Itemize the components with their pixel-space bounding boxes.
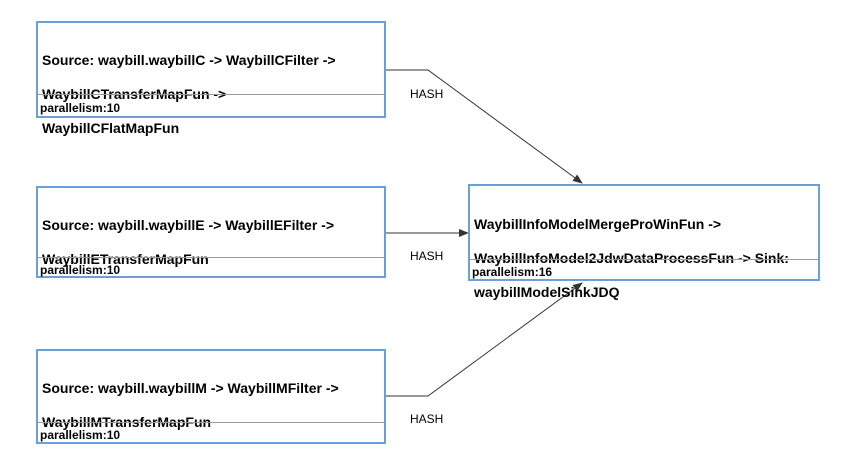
node-title: Source: waybill.waybillC -> WaybillCFilt… [42, 35, 380, 154]
edge-c-to-sink [385, 69, 583, 184]
edge-label-m: HASH [410, 412, 444, 426]
node-parallelism: parallelism:10 [40, 101, 121, 115]
node-divider [38, 422, 384, 423]
node-sink[interactable]: WaybillInfoModelMergeProWinFun -> Waybil… [468, 184, 820, 300]
node-waybill-e[interactable]: Source: waybill.waybillE -> WaybillEFilt… [36, 186, 386, 278]
node-waybill-c[interactable]: Source: waybill.waybillC -> WaybillCFilt… [36, 21, 386, 136]
node-waybill-m[interactable]: Source: waybill.waybillM -> WaybillMFilt… [36, 349, 386, 444]
node-divider [38, 94, 384, 95]
edge-label-c: HASH [410, 87, 444, 101]
node-divider [38, 257, 384, 258]
node-title-line: waybillModelSinkJDQ [474, 284, 620, 300]
node-parallelism: parallelism:16 [472, 265, 553, 279]
node-title-line: Source: waybill.waybillC -> WaybillCFilt… [42, 52, 336, 68]
node-title-line: Source: waybill.waybillM -> WaybillMFilt… [42, 380, 339, 396]
node-title-line: WaybillCFlatMapFun [42, 120, 180, 136]
node-title: Source: waybill.waybillE -> WaybillEFilt… [42, 200, 380, 285]
node-title-line: Source: waybill.waybillE -> WaybillEFilt… [42, 217, 335, 233]
node-parallelism: parallelism:10 [40, 263, 121, 277]
edge-label-e: HASH [410, 249, 444, 263]
node-title-line: WaybillETransferMapFun [42, 251, 209, 267]
node-title: WaybillInfoModelMergeProWinFun -> Waybil… [474, 199, 814, 318]
node-title-line: WaybillInfoModelMergeProWinFun -> [474, 216, 722, 232]
node-divider [470, 259, 818, 260]
node-parallelism: parallelism:10 [40, 428, 121, 442]
edge-m-to-sink [385, 282, 583, 397]
node-title-line: WaybillInfoModel2JdwDataProcessFun -> Si… [474, 250, 789, 266]
